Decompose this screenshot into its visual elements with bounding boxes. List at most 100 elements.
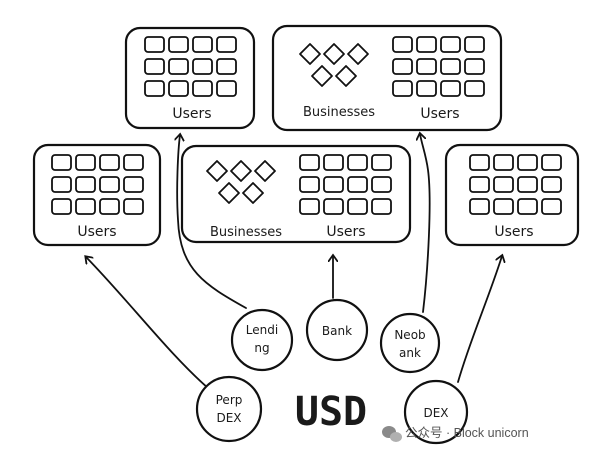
user-cell: [347, 198, 368, 215]
user-cell: [323, 176, 344, 193]
user-cell: [464, 58, 485, 75]
arrow-perp-dex-to-mid-left: [86, 257, 209, 389]
business-diamond: [254, 160, 276, 182]
user-cell: [299, 176, 320, 193]
user-cell: [371, 198, 392, 215]
user-cell: [168, 58, 189, 75]
user-cell: [323, 154, 344, 171]
box-label-users: Users: [326, 224, 365, 240]
business-diamond: [299, 43, 321, 65]
node-label: Neob: [394, 328, 425, 342]
user-cell: [440, 36, 461, 53]
box-label-users: Users: [420, 106, 459, 122]
box-mid-right-users: Users: [444, 143, 580, 247]
user-cell: [371, 154, 392, 171]
user-cell: [347, 154, 368, 171]
user-cell: [541, 154, 562, 171]
user-cell: [192, 36, 213, 53]
node-lending[interactable]: Lendi ng: [230, 308, 294, 372]
node-neobank[interactable]: Neob ank: [379, 312, 441, 374]
box-mid-left-users: Users: [32, 143, 162, 247]
user-cell: [469, 198, 490, 215]
center-label-usd: USD: [295, 389, 367, 435]
user-cell: [144, 36, 165, 53]
box-label: Users: [494, 224, 533, 240]
arrow-lending-to-top-left: [177, 135, 247, 309]
business-diamond: [218, 182, 240, 204]
watermark-text: 公众号 · Block unicorn: [405, 426, 529, 440]
business-diamond: [242, 182, 264, 204]
user-cell: [541, 198, 562, 215]
user-cell: [75, 198, 96, 215]
node-label: ank: [399, 346, 421, 360]
user-cell: [192, 58, 213, 75]
user-cell: [517, 198, 538, 215]
user-cell: [416, 58, 437, 75]
user-cell: [168, 80, 189, 97]
user-grid: [392, 36, 485, 97]
user-cell: [517, 154, 538, 171]
box-label-businesses: Businesses: [303, 105, 375, 120]
user-cell: [517, 176, 538, 193]
user-cell: [123, 154, 144, 171]
node-bank[interactable]: Bank: [305, 298, 369, 362]
user-cell: [299, 198, 320, 215]
business-diamond: [230, 160, 252, 182]
user-cell: [51, 176, 72, 193]
business-diamond: [347, 43, 369, 65]
user-cell: [168, 36, 189, 53]
node-label: Bank: [322, 324, 352, 338]
arrow-neobank-to-top-right: [420, 134, 431, 313]
box-label: Users: [172, 106, 211, 122]
user-cell: [216, 36, 237, 53]
user-cell: [392, 58, 413, 75]
user-cell: [469, 154, 490, 171]
user-grid: [144, 36, 237, 97]
user-cell: [99, 154, 120, 171]
user-cell: [123, 176, 144, 193]
box-mid-center-businesses-users: Businesses Users: [180, 144, 412, 244]
user-cell: [440, 58, 461, 75]
node-label: DEX: [216, 411, 241, 425]
business-diamond: [323, 43, 345, 65]
user-cell: [75, 176, 96, 193]
user-cell: [99, 198, 120, 215]
user-cell: [144, 58, 165, 75]
user-cell: [493, 154, 514, 171]
user-cell: [464, 80, 485, 97]
business-diamond: [206, 160, 228, 182]
node-label: ng: [254, 341, 269, 355]
user-cell: [51, 154, 72, 171]
user-cell: [371, 176, 392, 193]
wechat-icon: [382, 426, 402, 442]
business-diamond: [311, 65, 333, 87]
user-cell: [347, 176, 368, 193]
business-diamond: [335, 65, 357, 87]
node-label: Lendi: [246, 323, 278, 337]
user-cell: [192, 80, 213, 97]
user-cell: [416, 36, 437, 53]
user-cell: [323, 198, 344, 215]
user-cell: [216, 80, 237, 97]
user-grid: [299, 154, 392, 215]
user-cell: [464, 36, 485, 53]
user-cell: [440, 80, 461, 97]
watermark: 公众号 · Block unicorn: [382, 426, 529, 442]
user-cell: [216, 58, 237, 75]
arrow-dex-to-mid-right: [457, 256, 502, 383]
user-cell: [493, 176, 514, 193]
user-cell: [392, 80, 413, 97]
user-cell: [541, 176, 562, 193]
user-cell: [144, 80, 165, 97]
business-diamonds: [206, 160, 276, 204]
box-label: Users: [77, 224, 116, 240]
user-cell: [123, 198, 144, 215]
user-cell: [299, 154, 320, 171]
user-cell: [493, 198, 514, 215]
user-cell: [392, 36, 413, 53]
user-grid: [51, 154, 144, 215]
user-cell: [51, 198, 72, 215]
node-perp-dex[interactable]: Perp DEX: [195, 375, 263, 443]
node-dex[interactable]: DEX: [403, 379, 469, 445]
node-label: Perp: [216, 393, 243, 407]
